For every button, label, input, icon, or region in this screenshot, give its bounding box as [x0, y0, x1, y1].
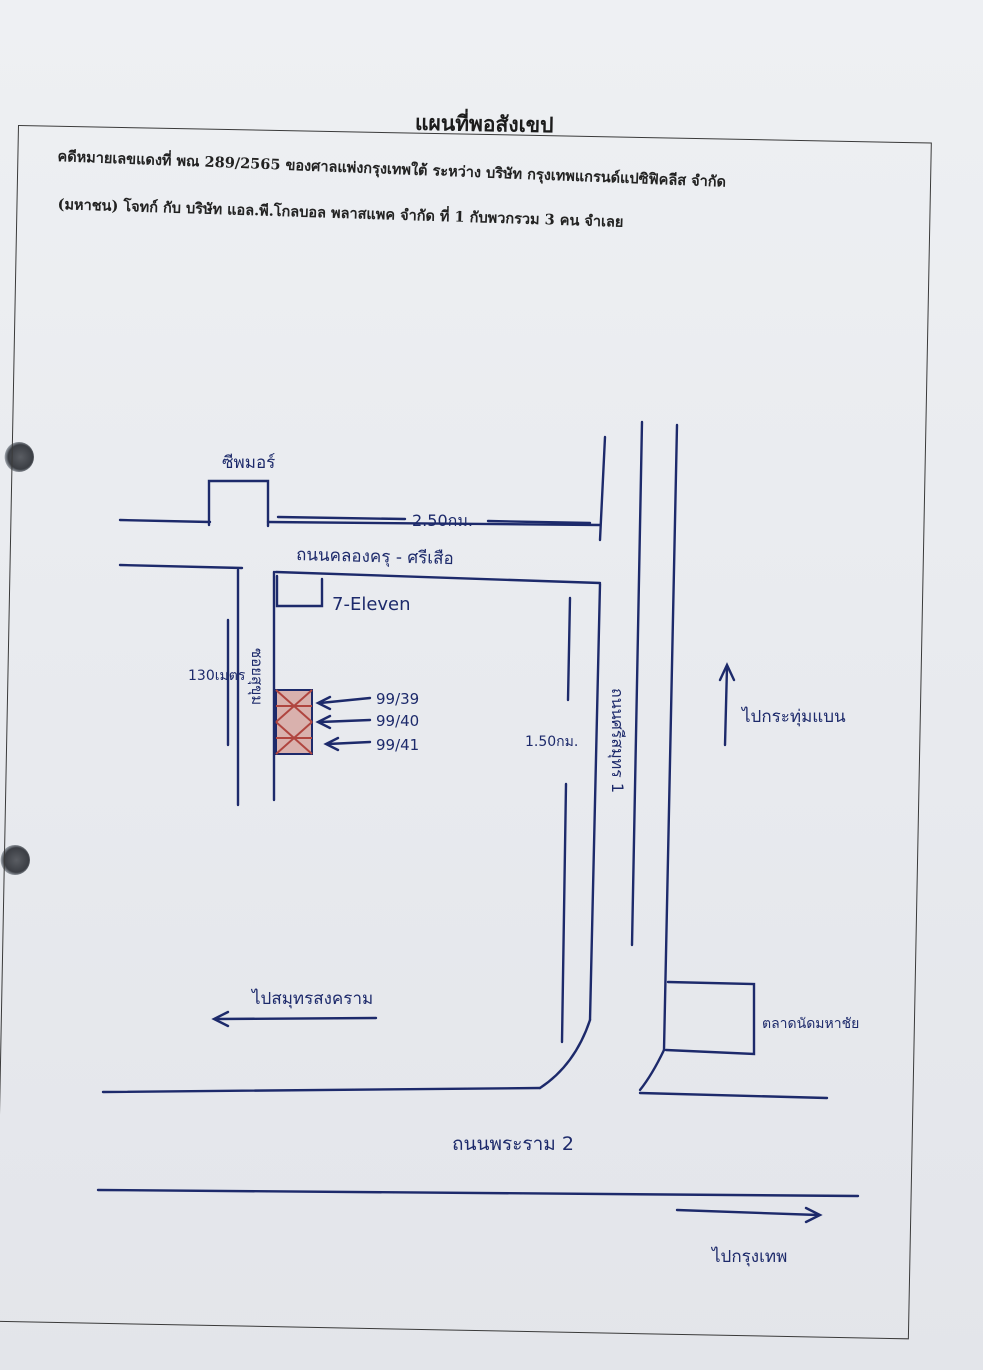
- pointer-arrow-head: [315, 714, 332, 730]
- pointer-arrow-head: [323, 736, 340, 752]
- pointer-arrow: [318, 718, 372, 724]
- pointer-arrow: [318, 696, 372, 705]
- rama2-road-label: ถนนพระราม 2: [452, 1133, 574, 1155]
- market-label: ตลาดนัดมหาชัย: [762, 1016, 859, 1032]
- top-distance-label: 2.50กม.: [412, 511, 473, 530]
- arrow-up-head: [718, 662, 736, 682]
- top-road-edge-upper: [118, 518, 212, 524]
- seven-eleven-label: 7-Eleven: [332, 594, 411, 615]
- arrow-left: [214, 1016, 378, 1021]
- right-distance-label: 1.50กม.: [525, 734, 578, 750]
- soi-label: ซอยสุขุม: [247, 648, 266, 705]
- pointer-arrow-head: [315, 695, 332, 711]
- arrow-right-head: [804, 1206, 823, 1224]
- top-road-edge-lower: [118, 563, 244, 570]
- direction-left-label: ไปสมุทรสงคราม: [250, 988, 373, 1009]
- rama2-upper-edge: [101, 1086, 542, 1094]
- direction-up-label: ไปกระทุ่มแบน: [740, 706, 846, 727]
- vertical-road-label: ถนนศรีสมุทร 1: [607, 688, 627, 793]
- punch-hole: [4, 442, 34, 472]
- top-road-edge-lower: [274, 570, 602, 585]
- top-road-label: ถนนคลองครุ - ศรีเสือ: [296, 545, 454, 569]
- median-line: [630, 420, 644, 947]
- market-building: [664, 980, 756, 1056]
- arrow-up: [723, 665, 729, 747]
- direction-right-label: ไปกรุงเทพ: [710, 1246, 787, 1267]
- property-plot: [275, 689, 313, 755]
- house-number-1: 99/39: [376, 690, 419, 708]
- rama2-upper-edge: [638, 1091, 829, 1100]
- landmark-building: [207, 479, 270, 528]
- arrow-left-head: [211, 1010, 230, 1028]
- vertical-road-left-edge: [588, 582, 602, 1022]
- top-road-edge-upper: [266, 520, 602, 527]
- vertical-road-left-edge: [598, 435, 607, 542]
- distance-marker-right: [560, 782, 568, 1044]
- house-number-3: 99/41: [376, 736, 419, 754]
- distance-line: [486, 519, 592, 525]
- vertical-road-right-edge: [662, 423, 679, 1052]
- seven-eleven-building: [275, 574, 324, 608]
- arrow-right: [675, 1208, 820, 1217]
- corner-curve: [638, 1048, 666, 1092]
- punch-hole: [0, 845, 30, 875]
- rama2-lower-edge: [96, 1188, 860, 1198]
- pointer-arrow: [326, 740, 372, 746]
- distance-marker-right: [566, 596, 572, 702]
- corner-curve: [538, 1018, 592, 1090]
- left-distance-label: 130เมตร: [188, 668, 246, 684]
- distance-line: [276, 515, 407, 521]
- landmark-label: ซีพมอร์: [222, 453, 275, 473]
- house-number-2: 99/40: [376, 712, 419, 730]
